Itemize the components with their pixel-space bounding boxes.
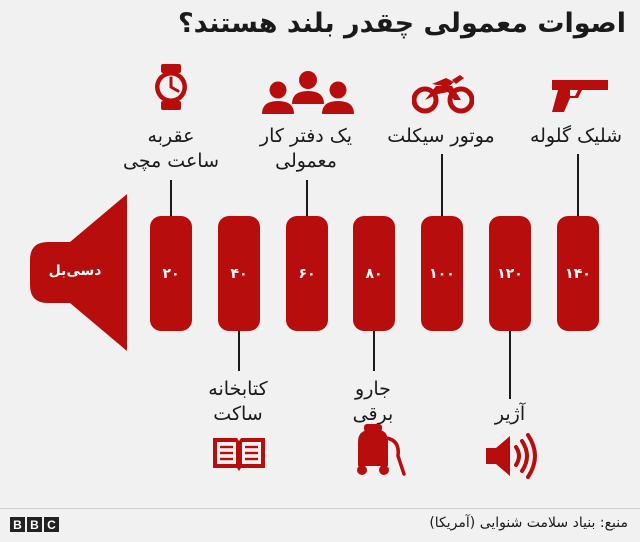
- stem-40: [238, 331, 240, 371]
- stem-20: [170, 180, 172, 216]
- stem-100: [441, 154, 443, 216]
- people-icon: [262, 71, 354, 114]
- level-pill-20: ۲۰: [150, 216, 192, 331]
- stem-60: [306, 180, 308, 216]
- unit-label: دسی‌بل: [48, 263, 102, 279]
- level-pill-80: ۸۰: [353, 216, 395, 331]
- siren-speaker-icon: [486, 433, 537, 479]
- level-pill-100: ۱۰۰: [421, 216, 463, 331]
- book-icon: [213, 438, 265, 471]
- speaker-shape: [30, 194, 127, 351]
- wristwatch-icon: [155, 64, 187, 110]
- level-pill-120: ۱۲۰: [489, 216, 531, 331]
- page-title: اصوات معمولی چقدر بلند هستند؟: [177, 8, 626, 39]
- vacuum-cleaner-icon: [357, 424, 406, 476]
- motorcycle-icon: [412, 75, 474, 114]
- level-pill-60: ۶۰: [286, 216, 328, 331]
- gun-icon: [552, 80, 608, 112]
- label-siren: آژیر: [494, 403, 526, 425]
- level-pill-140: ۱۴۰: [557, 216, 599, 331]
- stem-120: [509, 331, 511, 399]
- level-pill-40: ۴۰: [218, 216, 260, 331]
- footer-divider: [0, 508, 640, 509]
- stem-140: [577, 154, 579, 216]
- bbc-logo: B B C: [10, 517, 59, 532]
- stem-80: [373, 331, 375, 371]
- label-motorcycle: موتور سیکلت: [387, 125, 495, 147]
- label-gunshot: شلیک گلوله: [529, 125, 623, 147]
- source-note: منبع: بنیاد سلامت شنوایی (آمریکا): [429, 515, 628, 531]
